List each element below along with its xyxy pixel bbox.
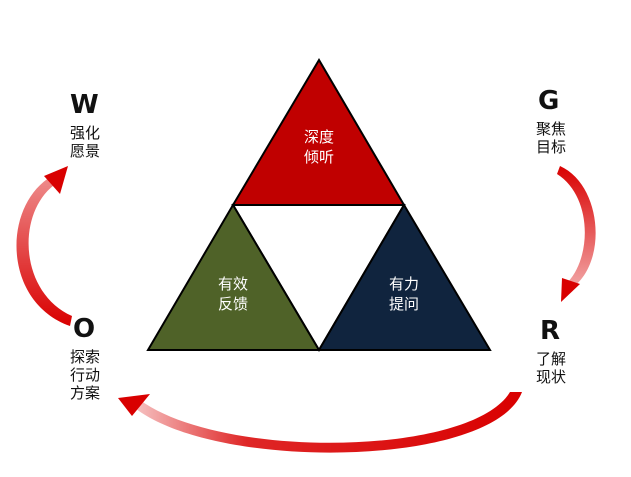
label-right-line2: 提问 <box>389 295 419 313</box>
triangle-left <box>146 203 321 351</box>
label-top-line2: 倾听 <box>304 148 334 166</box>
arrow-g-to-r-head <box>561 278 580 302</box>
letter-r: R <box>540 316 561 346</box>
arrow-g-to-r <box>557 166 596 288</box>
caption-w-line1: 强化 <box>70 124 101 142</box>
label-left-line1: 有效 <box>218 275 248 293</box>
caption-o: 探索 行动 方案 <box>70 348 100 402</box>
caption-r-line1: 了解 <box>536 350 567 368</box>
letter-g: G <box>538 86 560 116</box>
caption-o-line2: 行动 <box>70 366 101 384</box>
caption-g-line2: 目标 <box>536 138 567 156</box>
arrow-r-to-o-head <box>118 394 150 416</box>
letter-w: W <box>70 90 99 120</box>
triangle-right <box>317 203 492 351</box>
caption-g-line1: 聚焦 <box>536 120 567 138</box>
arrow-o-to-w-head <box>44 166 68 194</box>
label-right-line1: 有力 <box>389 275 419 293</box>
label-top-line1: 深度 <box>304 128 334 146</box>
caption-o-line3: 方案 <box>70 384 101 402</box>
arrow-r-to-o <box>128 392 522 453</box>
arrow-o-to-w <box>16 176 72 326</box>
caption-g: 聚焦 目标 <box>536 120 566 156</box>
label-left-line2: 反馈 <box>218 295 248 313</box>
caption-w: 强化 愿景 <box>70 124 100 160</box>
caption-w-line2: 愿景 <box>70 142 101 160</box>
caption-r-line2: 现状 <box>536 368 567 386</box>
caption-r: 了解 现状 <box>536 350 566 386</box>
letter-o: O <box>73 314 96 344</box>
caption-o-line1: 探索 <box>70 348 101 366</box>
